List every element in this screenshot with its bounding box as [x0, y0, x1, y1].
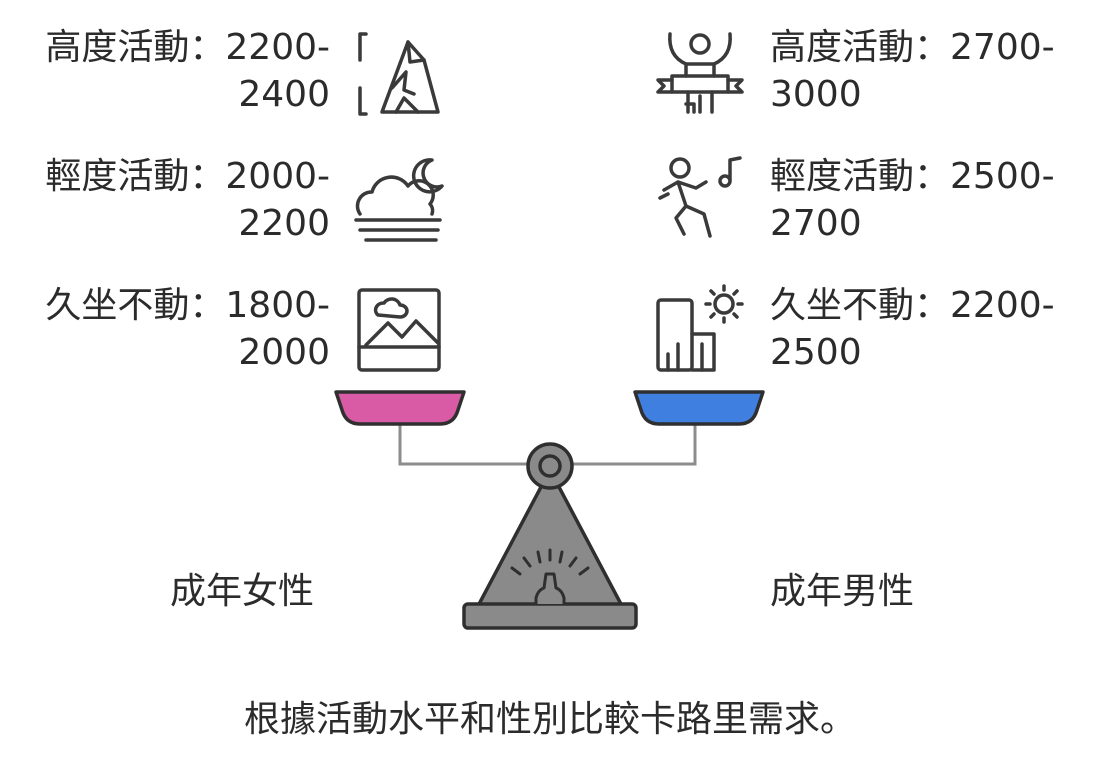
male-high-prefix: 高度活動： — [770, 27, 951, 68]
female-high-range-end: 2400 — [238, 74, 330, 115]
diagram-caption: 根據活動水平和性別比較卡路里需求。 — [243, 699, 856, 740]
female-sedentary-prefix: 久坐不動： — [45, 285, 226, 326]
female-light-activity-label: 輕度活動：2000- 2200 — [45, 153, 330, 247]
male-light-range-end: 2700 — [770, 203, 862, 244]
male-sedentary-range-start: 2200- — [950, 285, 1055, 326]
female-high-activity-label: 高度活動：2200- 2400 — [45, 24, 330, 118]
female-high-prefix: 高度活動： — [45, 27, 226, 68]
mountain-peak-icon — [358, 32, 440, 116]
female-sedentary-range-start: 1800- — [225, 285, 330, 326]
female-light-prefix: 輕度活動： — [45, 156, 226, 197]
male-pan — [633, 390, 765, 426]
person-celebrating-banner-icon — [656, 32, 744, 114]
building-sun-icon — [656, 284, 744, 372]
cloud-moon-fog-icon — [354, 158, 444, 242]
male-light-range-start: 2500- — [950, 156, 1055, 197]
female-light-range-end: 2200 — [238, 203, 330, 244]
female-light-range-start: 2000- — [225, 156, 330, 197]
female-pan — [334, 390, 466, 426]
male-sedentary-range-end: 2500 — [770, 332, 862, 373]
person-dancing-music-icon — [658, 156, 742, 238]
male-sedentary-label: 久坐不動：2200- 2500 — [770, 282, 1055, 376]
female-high-range-start: 2200- — [225, 27, 330, 68]
male-sedentary-prefix: 久坐不動： — [770, 285, 951, 326]
female-sedentary-label: 久坐不動：1800- 2000 — [45, 282, 330, 376]
male-high-activity-label: 高度活動：2700- 3000 — [770, 24, 1055, 118]
male-label: 成年男性 — [770, 571, 915, 612]
male-high-range-end: 3000 — [770, 74, 862, 115]
female-sedentary-range-end: 2000 — [238, 332, 330, 373]
balance-scale-icon — [334, 390, 765, 630]
female-label: 成年女性 — [170, 571, 315, 612]
male-light-prefix: 輕度活動： — [770, 156, 951, 197]
male-light-activity-label: 輕度活動：2500- 2700 — [770, 153, 1055, 247]
landscape-picture-icon — [357, 288, 441, 372]
male-high-range-start: 2700- — [950, 27, 1055, 68]
